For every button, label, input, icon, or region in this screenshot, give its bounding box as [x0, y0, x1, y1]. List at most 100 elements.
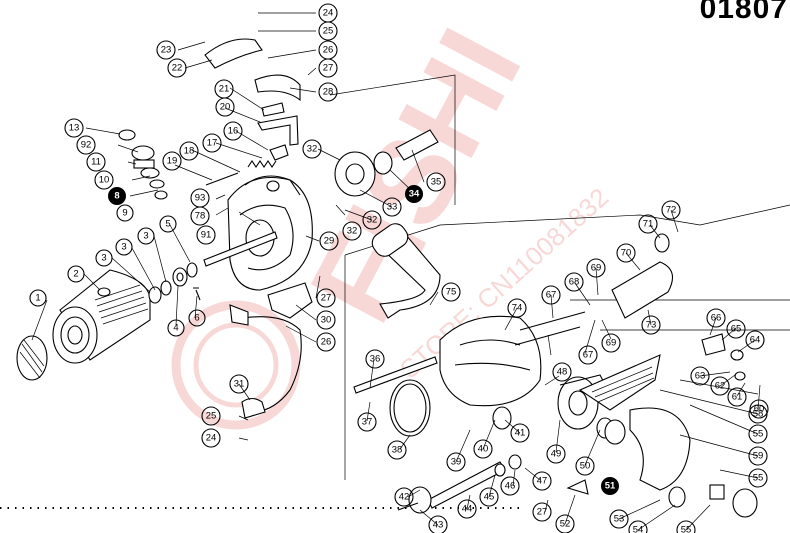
callout-part-93[interactable]: 93: [190, 188, 210, 208]
callout-part-49[interactable]: 49: [546, 444, 566, 464]
callout-part-9[interactable]: 9: [116, 204, 134, 222]
callout-part-75[interactable]: 75: [441, 282, 461, 302]
callout-part-37[interactable]: 37: [357, 412, 377, 432]
callout-part-67[interactable]: 67: [578, 345, 598, 365]
callout-part-3[interactable]: 3: [137, 227, 155, 245]
callout-part-92[interactable]: 92: [76, 135, 96, 155]
callout-part-42[interactable]: 42: [394, 487, 414, 507]
callout-part-25[interactable]: 25: [318, 21, 338, 41]
callout-part-55[interactable]: 55: [676, 520, 696, 533]
callout-part-17[interactable]: 17: [202, 133, 222, 153]
parts: [16, 38, 758, 518]
callout-part-5[interactable]: 5: [159, 215, 177, 233]
callout-part-1[interactable]: 1: [29, 289, 47, 307]
callout-part-72[interactable]: 72: [661, 200, 681, 220]
callout-part-6[interactable]: 6: [188, 309, 206, 327]
part-6-screw: [193, 287, 201, 301]
callout-part-52[interactable]: 52: [555, 514, 575, 533]
callout-part-32[interactable]: 32: [362, 210, 382, 230]
callout-part-20[interactable]: 20: [215, 97, 235, 117]
callout-part-40[interactable]: 40: [473, 439, 493, 459]
callout-part-39[interactable]: 39: [446, 452, 466, 472]
callout-part-78[interactable]: 78: [190, 206, 210, 226]
callout-part-4[interactable]: 4: [167, 319, 185, 337]
callout-part-34[interactable]: 34: [405, 185, 423, 203]
callout-part-46[interactable]: 46: [500, 476, 520, 496]
callout-part-50[interactable]: 50: [575, 456, 595, 476]
callout-part-54[interactable]: 54: [628, 520, 648, 533]
callout-part-3[interactable]: 3: [115, 238, 133, 256]
callout-part-31[interactable]: 31: [229, 374, 249, 394]
callout-part-70[interactable]: 70: [616, 243, 636, 263]
callout-part-3[interactable]: 3: [95, 249, 113, 267]
callout-part-61[interactable]: 61: [727, 387, 747, 407]
callout-part-18[interactable]: 18: [179, 141, 199, 161]
callout-part-8[interactable]: 8: [108, 187, 126, 205]
callout-part-68[interactable]: 68: [564, 272, 584, 292]
callout-part-21[interactable]: 21: [214, 79, 234, 99]
callout-part-47[interactable]: 47: [532, 471, 552, 491]
callout-part-10[interactable]: 10: [94, 170, 114, 190]
callout-part-26[interactable]: 26: [318, 40, 338, 60]
callout-part-41[interactable]: 41: [510, 423, 530, 443]
part-45-washer: [494, 463, 506, 477]
callout-part-91[interactable]: 91: [196, 225, 216, 245]
callout-part-32[interactable]: 32: [302, 139, 322, 159]
callout-part-29[interactable]: 29: [319, 231, 339, 251]
svg-text:67: 67: [583, 350, 594, 361]
svg-text:78: 78: [195, 211, 206, 222]
svg-text:1: 1: [35, 293, 40, 304]
callout-part-33[interactable]: 33: [382, 197, 402, 217]
callout-part-48[interactable]: 48: [552, 362, 572, 382]
callout-part-24[interactable]: 24: [318, 3, 338, 23]
callout-part-73[interactable]: 73: [641, 315, 661, 335]
callout-part-59[interactable]: 59: [748, 446, 768, 466]
callout-part-66[interactable]: 66: [706, 308, 726, 328]
callout-part-16[interactable]: 16: [223, 121, 243, 141]
callout-part-74[interactable]: 74: [507, 298, 527, 318]
callout-part-26[interactable]: 26: [316, 332, 336, 352]
svg-text:35: 35: [431, 177, 442, 188]
svg-text:32: 32: [307, 144, 318, 155]
callout-part-13[interactable]: 13: [64, 118, 84, 138]
callout-part-27[interactable]: 27: [318, 58, 338, 78]
svg-text:63: 63: [695, 371, 706, 382]
callout-part-55[interactable]: 55: [748, 424, 768, 444]
callout-part-23[interactable]: 23: [156, 40, 176, 60]
callout-part-11[interactable]: 11: [86, 152, 106, 172]
svg-text:41: 41: [515, 428, 526, 439]
callout-part-43[interactable]: 43: [428, 515, 448, 533]
callout-part-64[interactable]: 64: [745, 330, 765, 350]
callout-part-2[interactable]: 2: [67, 265, 85, 283]
callout-part-30[interactable]: 30: [316, 310, 336, 330]
callout-part-63[interactable]: 63: [690, 366, 710, 386]
callout-part-22[interactable]: 22: [167, 58, 187, 78]
callout-part-51[interactable]: 51: [601, 477, 619, 495]
callout-part-60[interactable]: 60: [749, 399, 769, 419]
callout-part-67[interactable]: 67: [541, 285, 561, 305]
callout-part-65[interactable]: 65: [726, 319, 746, 339]
callout-part-45[interactable]: 45: [479, 487, 499, 507]
callout-part-35[interactable]: 35: [426, 172, 446, 192]
callout-part-62[interactable]: 62: [710, 376, 730, 396]
callout-part-36[interactable]: 36: [365, 349, 385, 369]
callout-part-32[interactable]: 32: [342, 221, 362, 241]
callout-part-28[interactable]: 28: [318, 82, 338, 102]
callout-part-19[interactable]: 19: [162, 151, 182, 171]
callout-part-44[interactable]: 44: [457, 499, 477, 519]
callout-part-24[interactable]: 24: [201, 428, 221, 448]
callout-part-25[interactable]: 25: [201, 406, 221, 426]
callout-part-53[interactable]: 53: [609, 509, 629, 529]
part-20-lever: [257, 115, 299, 146]
part-54-nut: [709, 484, 725, 500]
callout-part-71[interactable]: 71: [638, 214, 658, 234]
callout-part-69[interactable]: 69: [601, 333, 621, 353]
callout-part-27[interactable]: 27: [316, 288, 336, 308]
callout-part-55[interactable]: 55: [748, 468, 768, 488]
callout-part-27[interactable]: 27: [532, 502, 552, 522]
part-71-knob: [654, 233, 670, 253]
callout-part-38[interactable]: 38: [387, 440, 407, 460]
part-67-rods: [514, 311, 586, 346]
svg-text:65: 65: [731, 324, 742, 335]
callout-part-69[interactable]: 69: [586, 258, 606, 278]
